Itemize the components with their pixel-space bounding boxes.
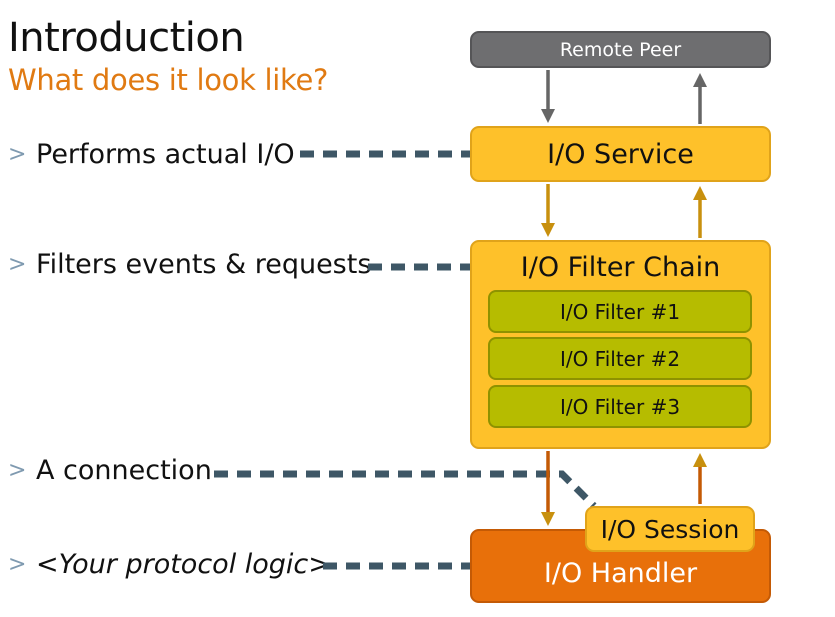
io-filter-1-box: I/O Filter #1 [488,290,752,333]
page-title: Introduction [8,15,245,61]
bullet-arrow-icon: > [8,551,27,577]
bullet-arrow-icon: > [8,141,27,167]
bullet-arrow-icon: > [8,251,27,277]
bullet-filters-events: > Filters events & requests [8,251,371,278]
io-filter-3-box: I/O Filter #3 [488,385,752,428]
io-service-box: I/O Service [470,126,771,182]
bullet-protocol-logic: > <Your protocol logic> [8,551,331,578]
dashed-connector-session [214,470,597,509]
bullet-connection: > A connection [8,457,212,484]
bullet-text: <Your protocol logic> [36,549,331,580]
bullet-performs-io: > Performs actual I/O [8,141,295,168]
bullet-text: Performs actual I/O [36,139,295,170]
bullet-text: A connection [36,455,212,486]
io-session-box: I/O Session [585,506,755,552]
io-filter-2-box: I/O Filter #2 [488,337,752,380]
io-filter-chain-label: I/O Filter Chain [520,252,721,283]
page-subtitle: What does it look like? [8,63,329,97]
bullet-text: Filters events & requests [36,249,372,280]
remote-peer-box: Remote Peer [470,31,771,68]
bullet-arrow-icon: > [8,457,27,483]
